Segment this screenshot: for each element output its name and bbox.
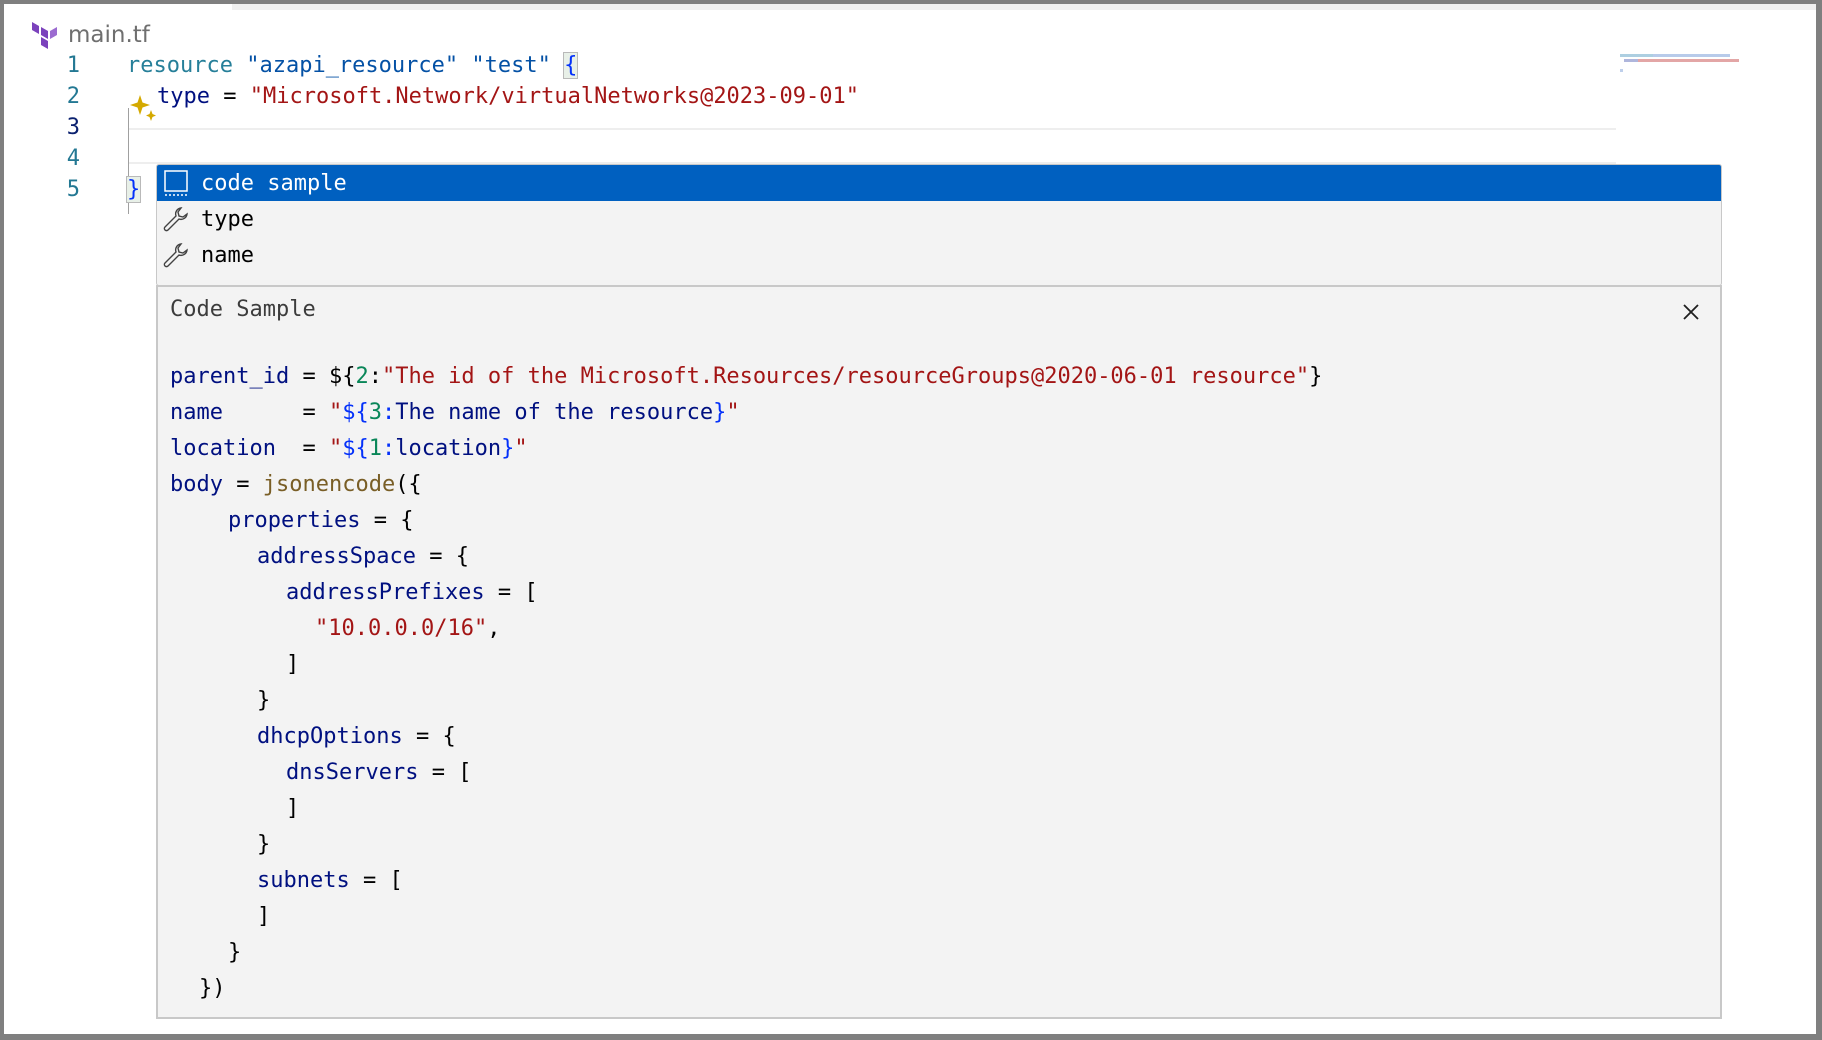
code-line: } xyxy=(257,688,271,713)
bracket-match: } xyxy=(125,176,142,203)
wrench-icon xyxy=(161,240,191,270)
keyword: resource xyxy=(127,53,233,78)
code-line: ] xyxy=(257,904,271,929)
details-title: Code Sample xyxy=(170,297,316,322)
code-line: }) xyxy=(199,976,226,1001)
code-line-5[interactable]: } xyxy=(125,172,142,208)
string: "Microsoft.Network/virtualNetworks@2023-… xyxy=(249,84,860,109)
bracket-match: { xyxy=(563,52,579,79)
file-tab[interactable]: main.tf xyxy=(30,18,150,52)
code-line-1[interactable]: resource "azapi_resource" "test" { xyxy=(127,48,579,84)
string: "test" xyxy=(471,53,551,78)
attribute: type xyxy=(157,84,210,109)
editor-window: main.tf 1 2 3 4 5 resource "azapi_resour… xyxy=(4,4,1816,1034)
code-line: subnets = [ xyxy=(257,868,403,893)
indent-guide xyxy=(128,108,129,214)
code-line: } xyxy=(257,832,271,857)
suggestion-item-type[interactable]: type xyxy=(157,201,1721,237)
code-line: addressPrefixes = [ xyxy=(286,580,538,605)
suggestion-label: type xyxy=(201,206,254,232)
suggestion-label: code sample xyxy=(201,170,347,196)
code-line: addressSpace = { xyxy=(257,544,469,569)
line-number: 5 xyxy=(66,177,80,202)
code-sample: parent_id = ${2:"The id of the Microsoft… xyxy=(170,359,1322,1007)
terraform-logo-icon xyxy=(32,22,57,49)
line-number-active: 3 xyxy=(66,115,80,140)
minimap[interactable] xyxy=(1620,54,1740,84)
code-line: } xyxy=(228,940,242,965)
code-line: parent_id = ${2:"The id of the Microsoft… xyxy=(170,364,1323,389)
snippet-icon xyxy=(161,168,191,198)
code-line: ] xyxy=(286,796,300,821)
code-line-2[interactable]: type = "Microsoft.Network/virtualNetwork… xyxy=(157,84,860,109)
wrench-icon xyxy=(161,204,191,234)
suggestion-details-panel: Code Sample parent_id = ${2:"The id of t… xyxy=(156,285,1722,1019)
code-line: ] xyxy=(286,652,300,677)
suggestion-item-name[interactable]: name xyxy=(157,237,1721,273)
code-line: properties = { xyxy=(228,508,414,533)
title-strip xyxy=(232,4,1816,10)
code-line: name = "${3:The name of the resource}" xyxy=(170,400,740,425)
suggestion-list[interactable]: code sample type name xyxy=(156,164,1722,286)
string: "azapi_resource" xyxy=(246,53,459,78)
code-line: "10.0.0.0/16", xyxy=(315,616,501,641)
code-line: dhcpOptions = { xyxy=(257,724,456,749)
suggestion-label: name xyxy=(201,242,254,268)
ai-sparkle-icon[interactable] xyxy=(129,93,161,125)
line-number: 1 xyxy=(66,53,80,78)
code-line: body = jsonencode({ xyxy=(170,472,422,497)
close-icon[interactable] xyxy=(1676,297,1706,327)
current-line-highlight xyxy=(128,128,1616,164)
suggestion-item-code-sample[interactable]: code sample xyxy=(157,165,1721,201)
file-tab-label: main.tf xyxy=(68,22,150,48)
code-line: location = "${1:location}" xyxy=(170,436,528,461)
code-line: dnsServers = [ xyxy=(286,760,472,785)
line-number: 2 xyxy=(66,84,80,109)
line-number: 4 xyxy=(66,146,80,171)
